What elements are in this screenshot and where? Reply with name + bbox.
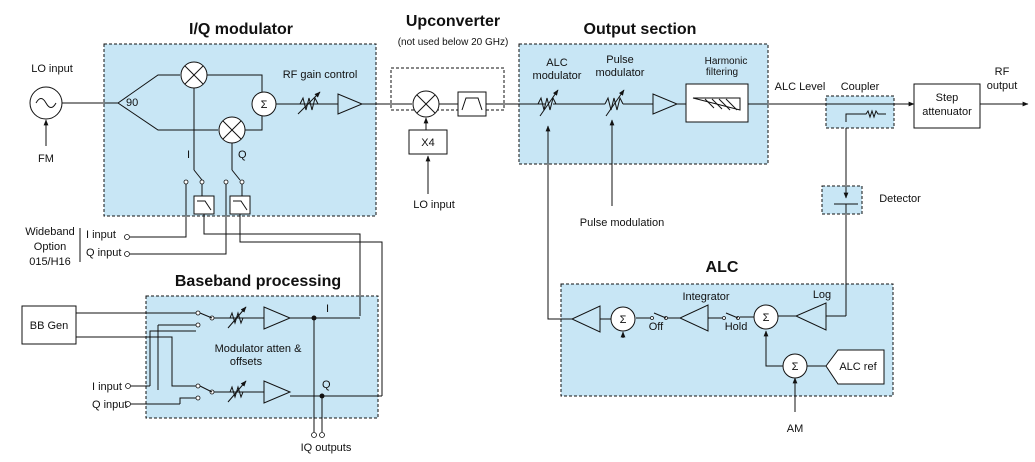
harmonic-filter-icon [685,83,749,123]
harmonic-label-1: Harmonic [705,56,748,67]
iq-output-i-port[interactable] [311,432,317,438]
mod-atten-label-2: offsets [230,356,263,368]
phase-90-label: 90 [126,97,138,109]
detector-block [821,185,863,215]
lo-input-bottom-label: LO input [413,199,455,211]
fm-label: FM [38,153,54,165]
detector-label: Detector [879,193,921,205]
upconverter-mixer-icon [412,90,440,118]
alc-modulator-icon [537,89,559,117]
bb-gen-box [21,305,77,345]
output-amplifier-icon [652,93,679,115]
q-filter-icon [229,195,251,215]
bb-i-out-label: I [326,303,329,315]
mixer-i-icon [180,61,208,89]
bb-q-amp-icon [263,380,292,404]
baseband-title: Baseband processing [175,273,341,290]
coupler-label: Coupler [841,81,880,93]
hold-label: Hold [725,321,748,333]
pulse-modulator-label-2: modulator [596,67,645,79]
alc-level-label: ALC Level [775,81,826,93]
iq-output-q-port[interactable] [319,432,325,438]
iq-outputs-label: IQ outputs [301,442,352,454]
log-amp-icon [794,302,827,331]
bb-gen-label: BB Gen [30,320,69,332]
am-label: AM [787,423,804,435]
integrator-label: Integrator [682,291,729,303]
upconverter-title: Upconverter [406,13,500,30]
mixer-q-icon [218,116,246,144]
harmonic-label-2: filtering [706,67,738,78]
step-attenuator-label-1: Step [936,92,959,104]
x4-label: X4 [421,137,434,149]
iq-modulator-title: I/Q modulator [189,21,293,38]
output-section-title: Output section [584,21,697,38]
alc-ref-block [825,349,885,385]
wideband-label-1: Wideband [25,226,75,238]
alc-ref-label: ALC ref [839,361,877,373]
alc-title: ALC [706,259,739,276]
wb-i-input-label: I input [86,229,116,241]
iq-i-label: I [187,149,190,161]
bb-q-out-label: Q [322,379,331,391]
coupler-block [825,95,895,129]
rf-amplifier-icon [337,93,364,115]
wideband-label-3: 015/H16 [29,256,71,268]
alc-ref-sum-sigma: Σ [792,361,799,373]
bb-q-input-label: Q input [92,399,127,411]
bb-i-input-port[interactable] [125,383,131,389]
rf-output-label-1: RF [995,66,1010,78]
harmonic-filter-hatch [692,97,741,111]
wb-i-input-port[interactable] [124,234,130,240]
bb-i-amp-icon [263,306,292,330]
rf-gain-label: RF gain control [283,69,358,81]
bandpass-filter-icon [457,91,487,117]
log-label: Log [813,289,831,301]
alc-modulator-label-2: modulator [533,70,582,82]
step-attenuator [913,83,981,129]
pulse-modulator-icon [604,89,625,117]
pulse-modulator-label-1: Pulse [606,54,634,66]
sum-sigma: Σ [261,99,268,111]
i-filter-icon [193,195,215,215]
lo-input-left-label: LO input [31,63,73,75]
wideband-label-2: Option [34,241,66,253]
x4-multiplier [408,129,448,155]
pulse-modulation-label: Pulse modulation [580,217,664,229]
alc-modulator-label-1: ALC [546,57,567,69]
step-attenuator-label-2: attenuator [922,106,972,118]
mod-atten-label-1: Modulator atten & [215,343,302,355]
bb-q-attenuator-icon [227,380,247,403]
wb-q-input-port[interactable] [124,251,130,257]
upconverter-note: (not used below 20 GHz) [398,37,509,48]
integrator-icon [678,304,709,332]
rf-output-label-2: output [987,80,1018,92]
off-label: Off [649,321,664,333]
bb-i-attenuator-icon [227,306,247,329]
rf-gain-attenuator-icon [297,91,321,115]
alc-sum-2-sigma: Σ [620,314,627,326]
alc-drive-amp-icon [570,305,601,333]
alc-sum-1-sigma: Σ [763,312,770,324]
bb-q-input-port[interactable] [125,401,131,407]
iq-q-label: Q [238,149,247,161]
wb-q-input-label: Q input [86,247,121,259]
bb-i-input-label: I input [92,381,122,393]
